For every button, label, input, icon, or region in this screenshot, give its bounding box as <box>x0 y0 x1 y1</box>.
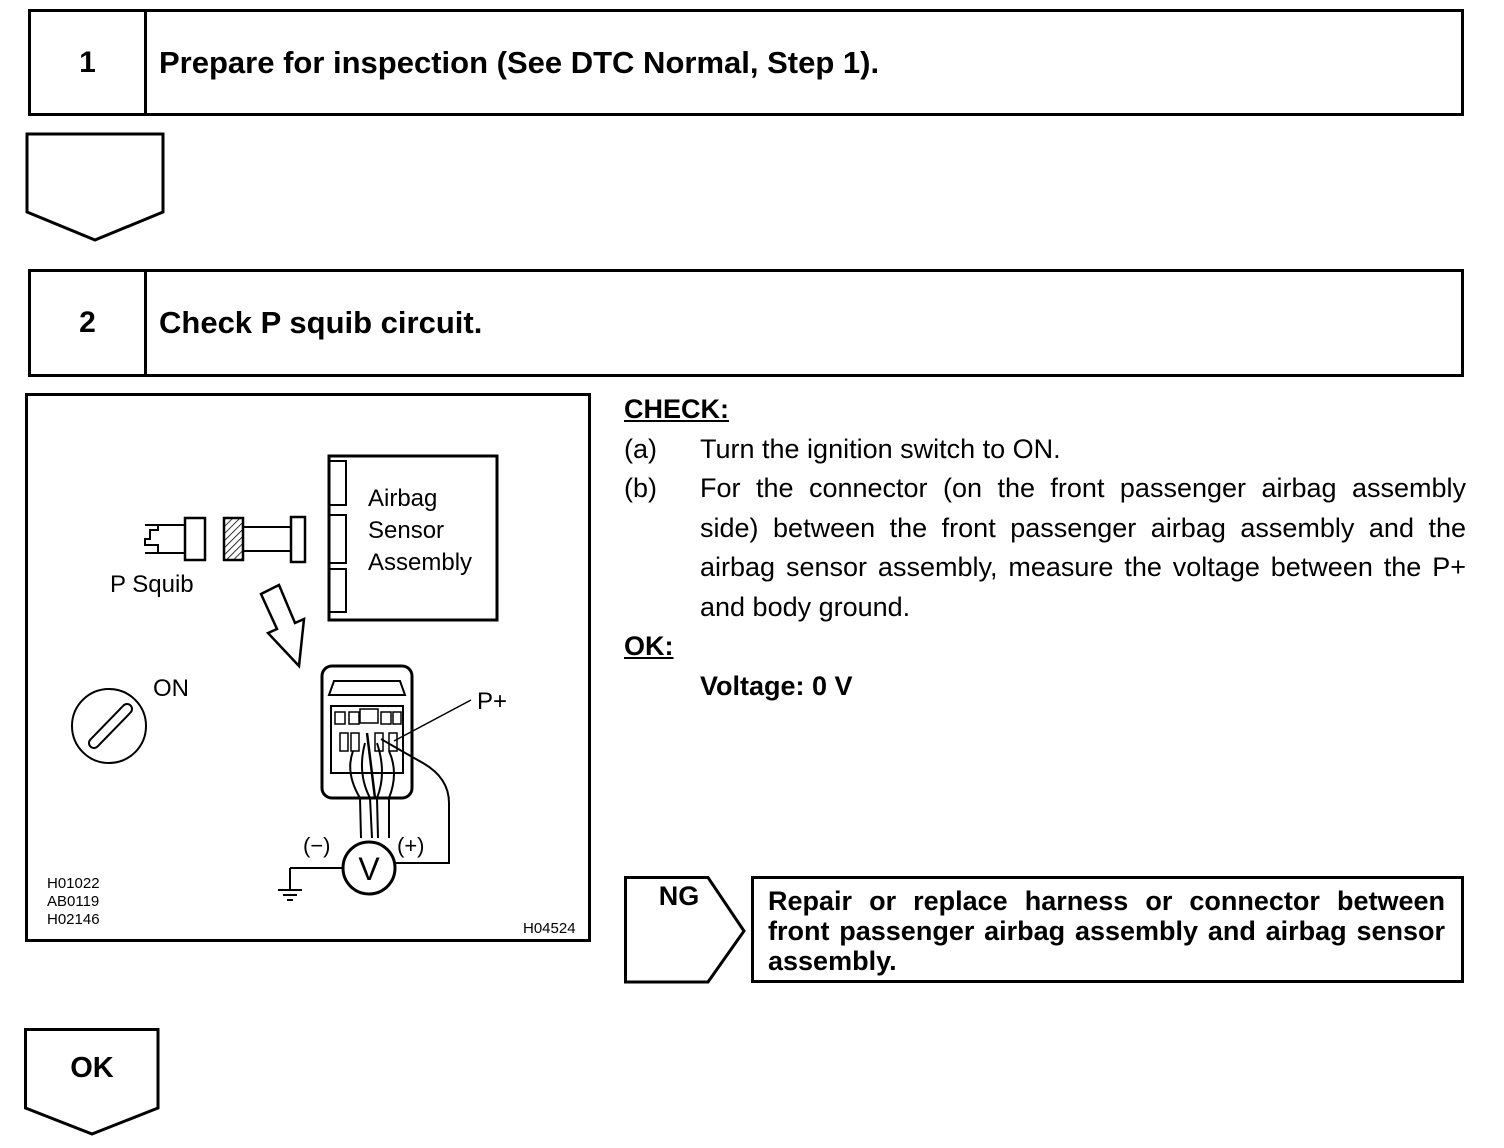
p-squib-connector: P Squib <box>110 515 307 598</box>
step-2-number: 2 <box>31 272 147 374</box>
p-plus-label: P+ <box>477 688 507 715</box>
check-item-b-text: For the connector (on the front passenge… <box>700 473 1466 622</box>
ok-label: OK <box>70 1052 114 1084</box>
check-item-a-label: (a) <box>624 433 657 464</box>
ok-spec: Voltage: 0 V <box>700 670 853 701</box>
on-label: ON <box>153 675 189 702</box>
airbag-label-1: Airbag <box>368 485 437 512</box>
check-heading: CHECK: <box>624 394 729 424</box>
check-item-a-text: Turn the ignition switch to ON. <box>700 433 1061 464</box>
check-item-b-label: (b) <box>624 473 657 503</box>
airbag-label-2: Sensor <box>368 517 444 544</box>
flow-arrow-icon <box>25 132 165 242</box>
figure-code-3: H02146 <box>47 911 100 928</box>
step-1-number: 1 <box>31 12 147 113</box>
minus-label: (−) <box>303 833 331 858</box>
down-arrow-icon <box>259 583 306 669</box>
step-2-box: 2 Check P squib circuit. <box>28 269 1464 377</box>
airbag-sensor-assembly: Airbag Sensor Assembly <box>327 454 499 622</box>
step-1-title: Prepare for inspection (See DTC Normal, … <box>159 44 880 80</box>
ignition-switch-icon: ON <box>71 675 189 764</box>
plus-label: (+) <box>397 833 425 858</box>
voltmeter-label: V <box>358 851 380 887</box>
ng-arrow-icon <box>624 876 746 984</box>
ng-action-box: Repair or replace harness or connector b… <box>751 876 1464 983</box>
voltmeter-icon: V (−) (+) <box>278 833 425 901</box>
ok-arrow-icon <box>24 1028 160 1136</box>
check-item-b: (b) For the connector (on the front pass… <box>624 469 1466 627</box>
airbag-label-3: Assembly <box>368 549 472 576</box>
figure-code-1: H01022 <box>47 875 100 892</box>
figure-code-2: AB0119 <box>47 893 99 910</box>
check-section: CHECK: (a) Turn the ignition switch to O… <box>624 390 1466 706</box>
ng-label: NG <box>658 881 700 911</box>
step-1-box: 1 Prepare for inspection (See DTC Normal… <box>28 9 1464 116</box>
figure-code-4: H04524 <box>523 920 576 937</box>
passenger-connector-icon: P+ <box>320 664 507 864</box>
ok-heading: OK: <box>624 631 674 661</box>
check-item-a: (a) Turn the ignition switch to ON. <box>624 430 1466 470</box>
circuit-figure: Airbag Sensor Assembly P Squib ON <box>25 393 591 942</box>
step-2-title: Check P squib circuit. <box>159 305 483 340</box>
p-squib-label: P Squib <box>110 571 194 598</box>
